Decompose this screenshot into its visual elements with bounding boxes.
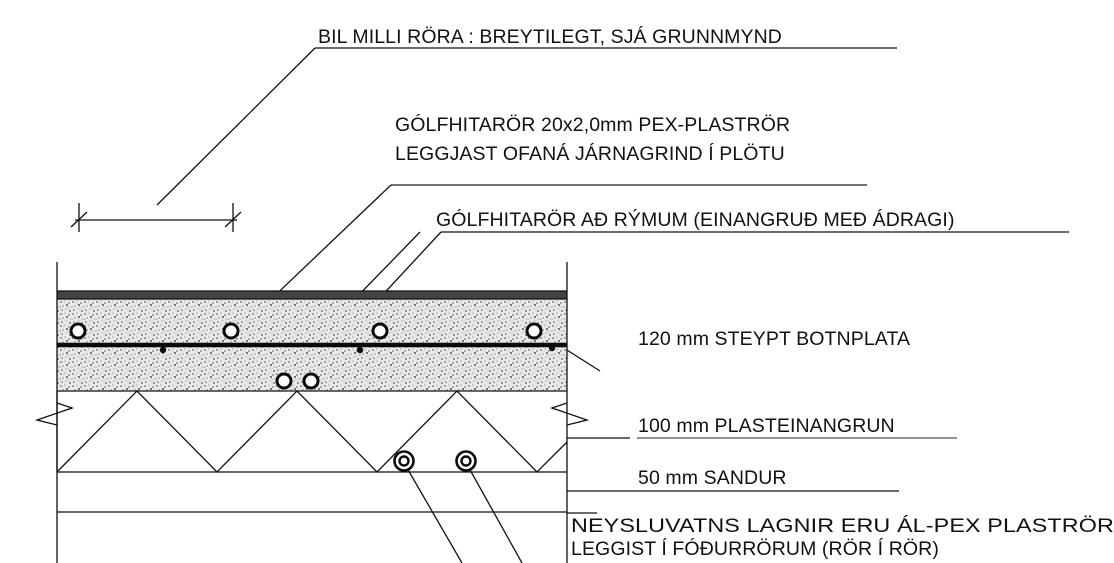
section-edges [56, 262, 568, 563]
heating-pipe [69, 322, 87, 340]
room-pipe [302, 372, 320, 390]
rebar-dot [356, 346, 364, 354]
floor-pipe-label-line2: LEGGJAST OFANÁ JÁRNAGRIND Í PLÖTU [395, 142, 785, 165]
pipe-spacing-label: BIL MILLI RÖRA : BREYTILEGT, SJÁ GRUNNMY… [318, 25, 782, 48]
insulation-label: 100 mm PLASTEINANGRUN [638, 415, 895, 437]
slab-layer [57, 290, 567, 392]
room-pipe [275, 372, 293, 390]
label-underlines [392, 184, 957, 439]
water-pipe [460, 455, 472, 467]
rebar-dot [159, 346, 167, 354]
water-pipe-label-line1: NEYSLUVATNS LAGNIR ERU ÁL-PEX PLASTRÖR [571, 514, 1114, 537]
break-lines [34, 402, 590, 426]
sand-label: 50 mm SANDUR [638, 467, 787, 489]
sand-layer [57, 450, 567, 513]
water-pipe [398, 455, 410, 467]
water-pipe-label-line2: LEGGIST Í FÓÐURRÖRUM (RÖR Í RÖR) [571, 537, 939, 560]
heating-pipe [525, 322, 543, 340]
heating-pipe [371, 322, 389, 340]
floor-pipe-label-line1: GÓLFHITARÖR 20x2,0mm PEX-PLASTRÖR [395, 113, 790, 136]
pipe-spacing-dimension [70, 203, 242, 232]
labels: BIL MILLI RÖRA : BREYTILEGT, SJÁ GRUNNMY… [318, 25, 1114, 560]
room-pipes-label: GÓLFHITARÖR AÐ RÝMUM (EINANGRUÐ MEÐ ÁDRA… [436, 208, 955, 231]
slab-label: 120 mm STEYPT BOTNPLATA [638, 328, 910, 350]
insulation-layer [56, 390, 568, 473]
rebar-dot [548, 344, 556, 352]
heating-pipe [222, 322, 240, 340]
